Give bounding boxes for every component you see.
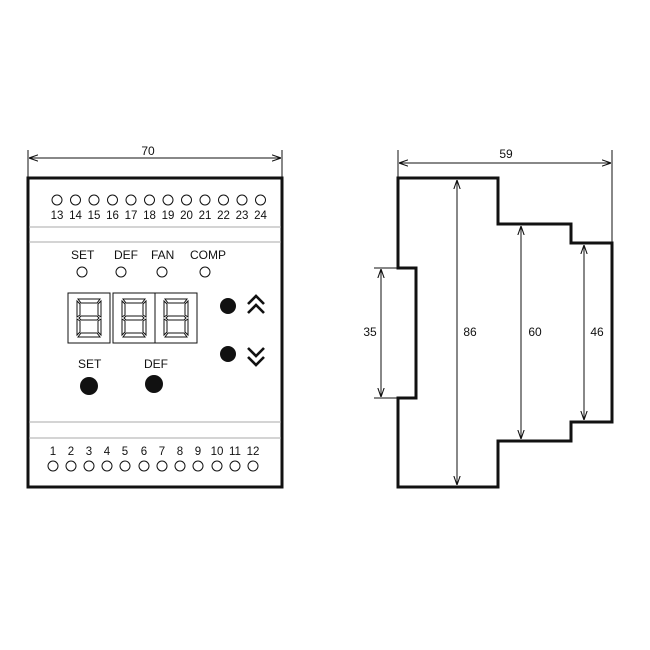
up-button[interactable] bbox=[220, 294, 265, 314]
terminal bbox=[83, 460, 95, 472]
terminal-number: 23 bbox=[236, 210, 249, 222]
def-button[interactable] bbox=[145, 375, 163, 393]
terminal bbox=[247, 460, 259, 472]
terminal bbox=[138, 460, 150, 472]
double-chevron-up-icon bbox=[247, 294, 265, 314]
terminal bbox=[125, 194, 137, 206]
terminal bbox=[192, 460, 204, 472]
set-button[interactable] bbox=[80, 377, 98, 395]
up-button-knob[interactable] bbox=[220, 298, 236, 314]
terminal-number: 15 bbox=[88, 210, 101, 222]
indicator-label-set: SET bbox=[71, 248, 95, 262]
terminal bbox=[65, 460, 77, 472]
dim-46: 46 bbox=[584, 245, 604, 420]
terminal-number: 3 bbox=[86, 446, 92, 458]
terminal-number: 1 bbox=[50, 446, 56, 458]
terminal-number: 14 bbox=[69, 210, 82, 222]
terminal-number: 24 bbox=[254, 210, 267, 222]
side-profile-outline bbox=[396, 176, 614, 489]
side-width-label: 59 bbox=[499, 147, 513, 161]
top-terminal-row: 13 14 15 16 17 18 19 20 21 22 23 24 bbox=[51, 194, 267, 222]
terminal-number: 20 bbox=[180, 210, 193, 222]
indicator-label-fan: FAN bbox=[151, 248, 174, 262]
terminal bbox=[255, 194, 266, 206]
terminal-number: 11 bbox=[229, 446, 241, 458]
terminal-number: 16 bbox=[106, 210, 119, 222]
down-button[interactable] bbox=[220, 346, 265, 367]
def-led bbox=[115, 266, 127, 278]
terminal bbox=[229, 460, 241, 472]
def-button-label: DEF bbox=[144, 357, 168, 371]
side-width-dimension: 59 bbox=[397, 147, 613, 243]
display-digit bbox=[67, 292, 111, 344]
set-button-label: SET bbox=[78, 357, 102, 371]
front-width-label: 70 bbox=[141, 144, 155, 158]
front-housing bbox=[26, 176, 284, 489]
display-digit bbox=[154, 292, 198, 344]
terminal bbox=[107, 194, 118, 206]
dim-35: 35 bbox=[363, 267, 398, 399]
front-width-dimension: 70 bbox=[27, 144, 283, 178]
terminal-number: 4 bbox=[104, 446, 111, 458]
terminal-number: 22 bbox=[217, 210, 230, 222]
terminal bbox=[119, 460, 131, 472]
indicator-label-def: DEF bbox=[114, 248, 138, 262]
front-view: 70 13 14 15 16 17 18 bbox=[26, 144, 284, 489]
terminal-number: 2 bbox=[68, 446, 74, 458]
dim-60: 60 bbox=[521, 226, 542, 439]
dim-86-label: 86 bbox=[463, 325, 477, 339]
terminal bbox=[162, 194, 174, 206]
terminal-number: 9 bbox=[195, 446, 201, 458]
indicator-label-comp: COMP bbox=[190, 248, 226, 262]
terminal bbox=[211, 460, 223, 472]
down-button-knob[interactable] bbox=[220, 346, 236, 362]
terminal-number: 5 bbox=[122, 446, 128, 458]
side-view: 59 35 86 60 46 bbox=[363, 147, 614, 489]
fan-led bbox=[156, 266, 168, 278]
dim-35-label: 35 bbox=[363, 325, 377, 339]
terminal bbox=[199, 194, 211, 206]
double-chevron-down-icon bbox=[247, 347, 265, 367]
terminal-number: 18 bbox=[143, 210, 156, 222]
dim-60-label: 60 bbox=[528, 325, 542, 339]
seven-segment-display bbox=[67, 292, 198, 344]
terminal bbox=[88, 194, 100, 206]
bottom-terminal-row: 1 2 3 4 5 6 7 8 9 10 11 12 bbox=[47, 446, 260, 472]
terminal-number: 12 bbox=[247, 446, 260, 458]
terminal-number: 19 bbox=[162, 210, 175, 222]
terminal bbox=[144, 194, 155, 206]
terminal bbox=[70, 194, 81, 206]
terminal bbox=[181, 194, 192, 206]
set-led bbox=[76, 266, 88, 278]
terminal-number: 10 bbox=[211, 446, 224, 458]
terminal-number: 7 bbox=[159, 446, 165, 458]
dim-86: 86 bbox=[457, 180, 477, 485]
terminal bbox=[236, 194, 248, 206]
indicator-group: SET DEF FAN COMP bbox=[71, 248, 226, 278]
terminal bbox=[218, 194, 229, 206]
terminal-number: 17 bbox=[125, 210, 138, 222]
terminal-number: 13 bbox=[51, 210, 64, 222]
terminal bbox=[174, 460, 186, 472]
terminal-number: 21 bbox=[199, 210, 212, 222]
terminal bbox=[51, 194, 63, 206]
terminal-number: 6 bbox=[141, 446, 147, 458]
dim-46-label: 46 bbox=[590, 325, 604, 339]
terminal bbox=[101, 460, 113, 472]
comp-led bbox=[199, 266, 211, 278]
terminal-number: 8 bbox=[177, 446, 183, 458]
terminal bbox=[47, 460, 59, 472]
terminal bbox=[156, 460, 168, 472]
display-digit bbox=[112, 292, 156, 344]
